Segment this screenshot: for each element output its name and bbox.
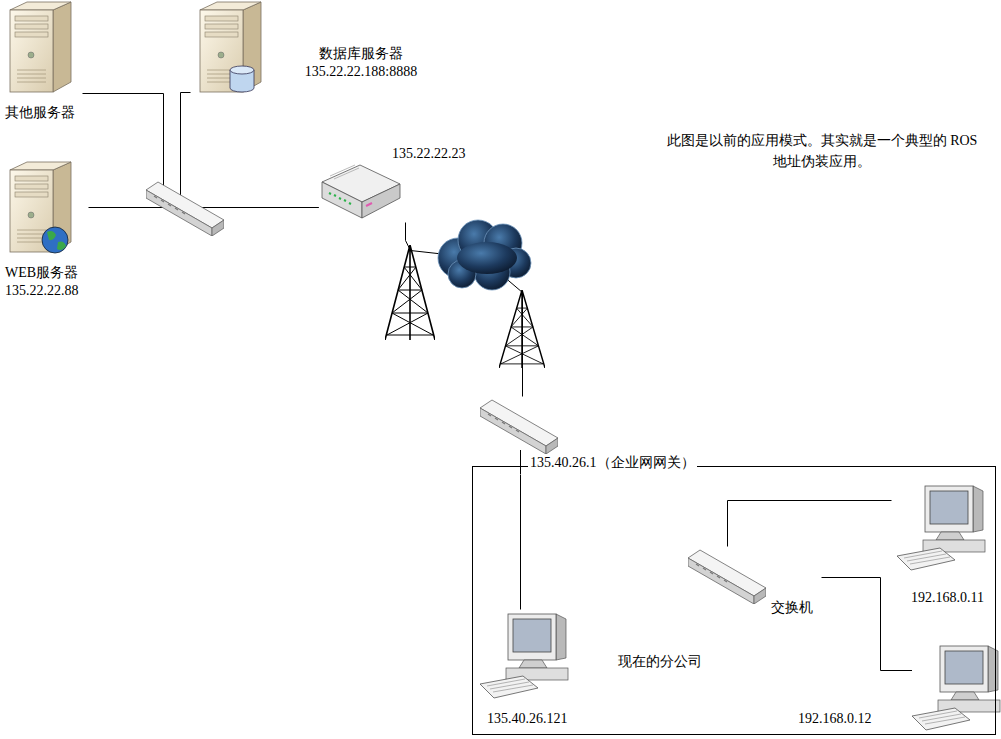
router-node: 135.22.22.23 bbox=[318, 143, 478, 222]
node-label: 135.22.22.188:8888 bbox=[300, 63, 422, 80]
gateway-node: 135.40.26.1（企业网网关） bbox=[478, 396, 715, 474]
network-cable bbox=[181, 93, 319, 208]
node-label: 192.168.0.12 bbox=[798, 710, 872, 727]
node-label: 其他服务器 bbox=[5, 104, 75, 121]
note-text: 此图是以前的应用模式。其实就是一个典型的 ROS地址伪装应用。 bbox=[662, 130, 982, 172]
node-label: 192.168.0.11 bbox=[911, 589, 984, 606]
cable bbox=[521, 450, 913, 671]
server-node: 其他服务器 bbox=[2, 0, 82, 125]
node-label: 135.40.26.121 bbox=[487, 710, 568, 727]
network-cable bbox=[728, 501, 892, 547]
computer-node: 192.168.0.12 bbox=[796, 641, 995, 734]
switch-node: 交换机 bbox=[687, 546, 821, 618]
server-icon bbox=[10, 2, 71, 92]
network-cable bbox=[83, 94, 319, 208]
router-icon bbox=[322, 165, 400, 218]
node-label: WEB服务器 bbox=[5, 264, 78, 281]
computer-node: 192.168.0.11 bbox=[891, 479, 995, 609]
computer-node: 135.40.26.121 bbox=[479, 609, 586, 731]
computer-icon bbox=[480, 486, 1000, 730]
node-label: 135.22.22.88 bbox=[5, 282, 79, 299]
hub-icon bbox=[146, 182, 224, 236]
node-label: 现在的分公司 bbox=[618, 653, 702, 670]
cloud bbox=[438, 220, 531, 290]
web-server-node: WEB服务器135.22.22.88 bbox=[2, 158, 88, 302]
web-server-icon bbox=[10, 162, 71, 253]
database-server-node: 数据库服务器135.22.22.188:8888 bbox=[190, 0, 432, 100]
node-label: 数据库服务器 bbox=[300, 45, 422, 62]
node-label: 135.22.22.23 bbox=[392, 145, 466, 162]
network-cable bbox=[520, 475, 521, 610]
database-server-icon bbox=[200, 2, 261, 92]
node-label: 135.40.26.1（企业网网关） bbox=[528, 454, 697, 471]
branch-office-box: 现在的分公司 135.40.26.121 交换机 192.168.0.11 192.16… bbox=[472, 466, 996, 735]
network-cable bbox=[822, 578, 881, 642]
switch-icon bbox=[480, 400, 766, 604]
node-label: 交换机 bbox=[771, 599, 813, 616]
